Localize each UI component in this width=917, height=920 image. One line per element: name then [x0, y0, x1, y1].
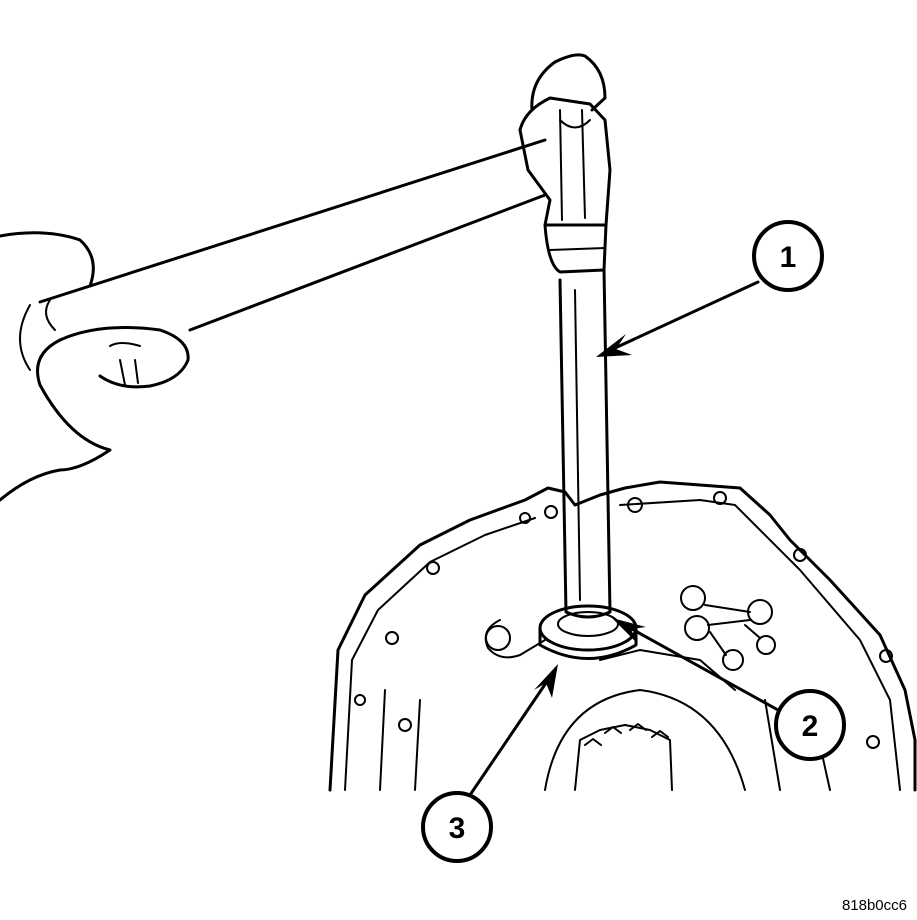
seal-installer-tool: [558, 268, 612, 619]
transaxle-case: [328, 480, 917, 792]
hand-with-hammer-handle: [0, 138, 547, 502]
callout-1-number: 1: [780, 241, 797, 274]
seal: [538, 604, 638, 660]
callout-1: 1: [752, 220, 824, 292]
leader-arrow-1: [596, 280, 760, 357]
callout-3: 3: [421, 791, 493, 863]
callout-3-number: 3: [449, 812, 466, 845]
hammer: [518, 53, 612, 274]
figure-code: 818b0cc6: [841, 897, 907, 914]
callout-2-number: 2: [802, 710, 819, 743]
callout-2: 2: [774, 689, 846, 761]
leader-arrow-3: [468, 664, 558, 797]
leader-arrow-2: [612, 618, 780, 712]
